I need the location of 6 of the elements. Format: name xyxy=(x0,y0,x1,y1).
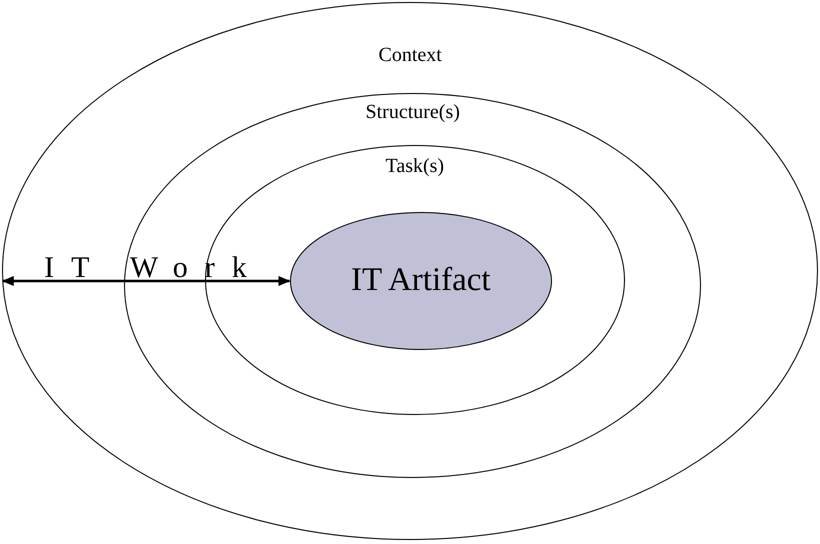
ellipse-label: Context xyxy=(378,44,442,67)
ellipse-label: IT Artifact xyxy=(351,262,491,299)
ellipse xyxy=(124,93,701,478)
ellipse-label: Structure(s) xyxy=(366,101,460,124)
ellipse xyxy=(290,212,552,350)
ellipse-label: Task(s) xyxy=(386,155,444,178)
